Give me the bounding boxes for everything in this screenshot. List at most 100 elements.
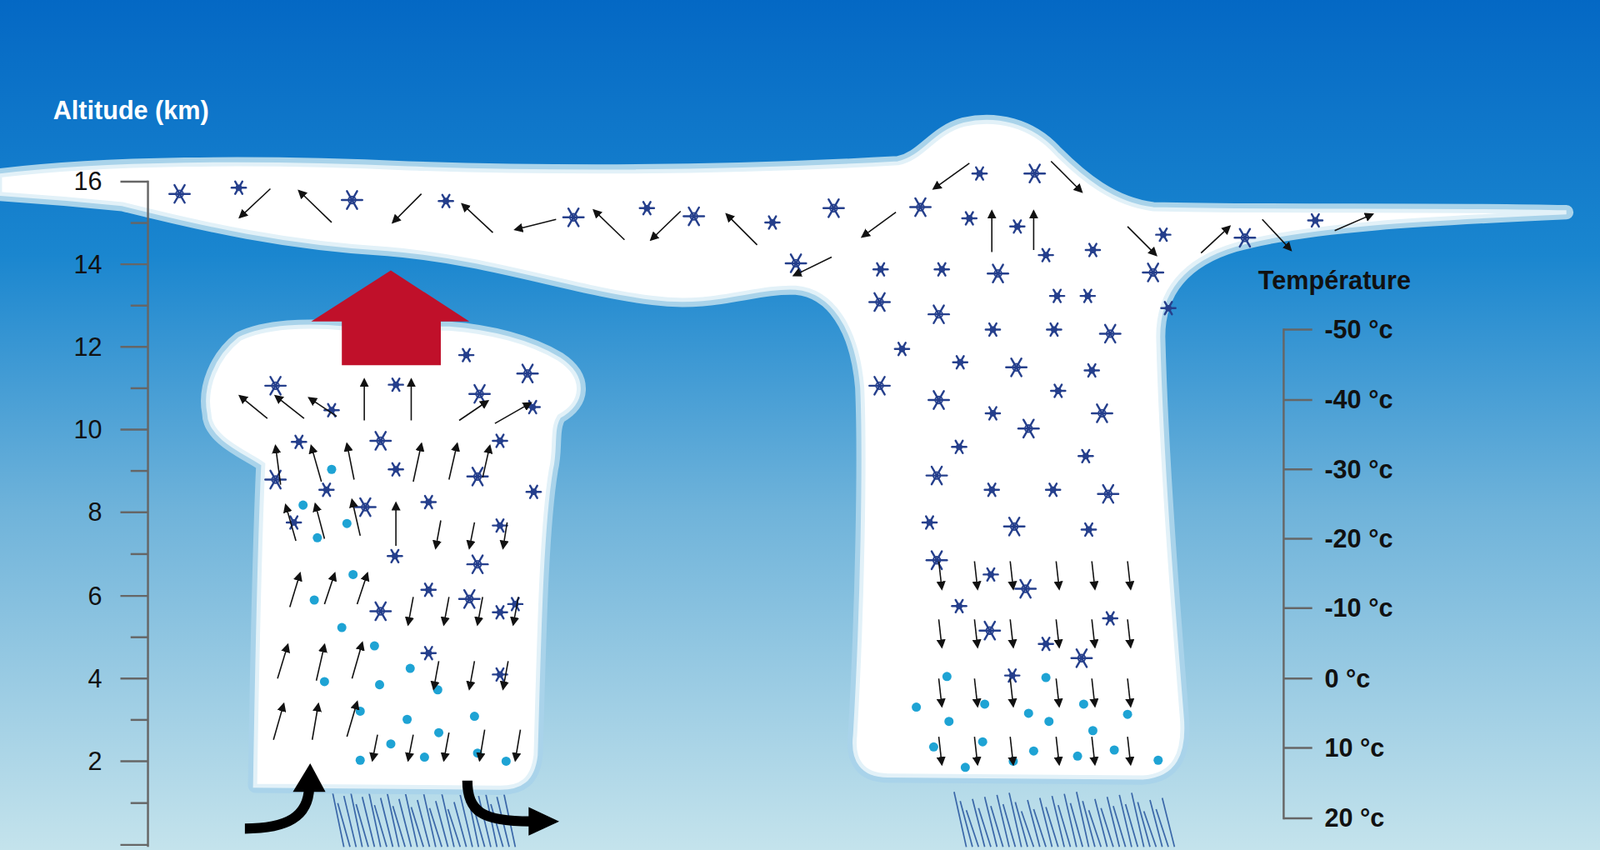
- air-motion-arrow: [1127, 560, 1131, 589]
- snowflake-arm: [295, 435, 303, 449]
- snowflake-arm: [1023, 420, 1034, 438]
- snowflake-arm: [965, 212, 974, 225]
- rain-streak: [392, 805, 405, 847]
- air-motion-arrow: [1055, 736, 1060, 765]
- snowflake-arm: [956, 355, 965, 369]
- snowflake-arm: [568, 208, 579, 226]
- air-motion-arrow: [1091, 619, 1095, 647]
- snowflake-arm: [530, 485, 538, 499]
- snowflake-arm: [874, 293, 885, 311]
- snowflake: [985, 406, 1000, 420]
- snowflake: [983, 568, 998, 581]
- air-motion-arrow: [469, 660, 475, 689]
- snowflake-arm: [1042, 249, 1050, 262]
- snowflake-arm: [1084, 290, 1092, 303]
- snowflake: [526, 485, 541, 499]
- snowflake-arm: [346, 190, 357, 209]
- snowflake-core: [899, 346, 905, 352]
- air-motion-arrow: [351, 500, 360, 536]
- snowflake: [389, 378, 404, 391]
- air-motion-arrow: [1010, 560, 1014, 589]
- air-motion-arrow: [240, 395, 268, 419]
- snowflake-core: [985, 626, 994, 635]
- snowflake-arm: [1240, 229, 1250, 247]
- snowflake-arm: [375, 431, 386, 450]
- snowflake-core: [175, 190, 184, 198]
- snowflake: [355, 498, 375, 516]
- snowflake-core: [324, 487, 330, 493]
- rain-streak: [490, 804, 504, 847]
- cloud-halo: [208, 326, 580, 788]
- snowflake: [985, 483, 1000, 496]
- snowflake: [387, 550, 402, 563]
- axis-tick: [120, 595, 148, 597]
- snowflake-core: [1010, 523, 1019, 531]
- snowflake-core: [792, 260, 800, 268]
- water-droplet: [385, 739, 395, 749]
- snowflake-arm: [1148, 263, 1159, 281]
- rain-streak: [430, 808, 443, 848]
- snowflake: [922, 516, 937, 530]
- snowflake-arm: [828, 199, 839, 217]
- snowflake: [517, 365, 538, 383]
- snowflake-arm: [464, 590, 475, 608]
- inflow-arrowhead: [292, 763, 325, 792]
- snowflake: [869, 293, 890, 311]
- air-motion-arrow: [275, 395, 305, 419]
- axis-title: Altitude (km): [53, 97, 210, 124]
- axis-tick: [130, 719, 149, 721]
- snowflake-core: [271, 475, 280, 484]
- snowflake-arm: [1085, 523, 1093, 536]
- snowflake: [1155, 228, 1170, 241]
- snowflake: [785, 254, 806, 272]
- water-droplet: [1088, 725, 1098, 735]
- snowflake: [265, 376, 285, 395]
- snowflake-arm: [442, 195, 450, 208]
- snowflake: [231, 181, 246, 195]
- air-motion-arrow: [1010, 619, 1014, 647]
- axis-tick: [1283, 399, 1312, 401]
- water-droplet: [402, 715, 412, 725]
- snowflake: [1142, 263, 1163, 281]
- snowflake-arm: [1085, 523, 1093, 536]
- rain-streak: [355, 804, 369, 847]
- snowflake-arm: [933, 390, 944, 409]
- snowflake: [935, 263, 950, 276]
- snowflake-core: [927, 520, 933, 525]
- snowflake-arm: [1311, 214, 1320, 227]
- snowflake-arm: [975, 167, 984, 180]
- snowflake-arm: [425, 646, 433, 660]
- snowflake-arm: [1055, 385, 1063, 398]
- snowflake-arm: [769, 216, 777, 230]
- snowflake: [1039, 249, 1054, 262]
- snowflake-arm: [898, 342, 906, 355]
- snowflake-core: [392, 553, 398, 559]
- rain-streak: [362, 796, 375, 847]
- air-motion-arrow: [482, 445, 490, 478]
- axis-tick: [1283, 328, 1312, 330]
- snowflake-core: [1107, 615, 1113, 621]
- air-motion-arrow: [650, 210, 681, 240]
- snowflake-arm: [472, 555, 483, 574]
- snowflake-arm: [985, 621, 995, 640]
- snowflake-arm: [472, 467, 483, 485]
- snowflake-core: [1055, 388, 1061, 394]
- snowflake-arm: [360, 498, 370, 516]
- ice-crystals: [169, 165, 1323, 682]
- axis-tick: [130, 635, 149, 638]
- altitude-tick-label: 6: [87, 583, 102, 610]
- snowflake: [370, 602, 390, 620]
- water-droplet: [375, 680, 385, 690]
- snowflake-core: [271, 382, 280, 390]
- snowflake: [291, 435, 306, 449]
- water-droplet: [434, 728, 444, 738]
- snowflake-core: [348, 196, 356, 205]
- snowflake-core: [966, 215, 972, 221]
- snowflake-arm: [1042, 637, 1050, 650]
- air-motion-arrow: [310, 445, 321, 482]
- snowflake: [910, 198, 930, 216]
- water-droplet: [337, 623, 347, 633]
- snowflake-arm: [769, 216, 777, 230]
- snowflake-arm: [898, 342, 906, 355]
- axis-line: [146, 180, 149, 848]
